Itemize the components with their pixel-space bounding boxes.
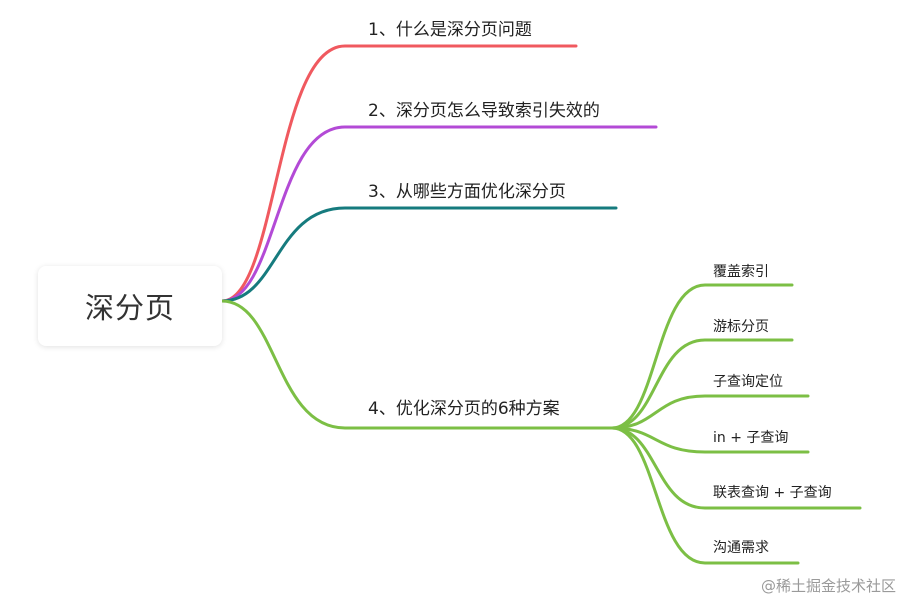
branch-4-label[interactable]: 4、优化深分页的6种方案 bbox=[368, 399, 560, 419]
root-node-label: 深分页 bbox=[84, 291, 175, 325]
leaf-1-label[interactable]: 覆盖索引 bbox=[713, 264, 769, 280]
root-node[interactable]: 深分页 bbox=[38, 266, 222, 346]
branch-3-label[interactable]: 3、从哪些方面优化深分页 bbox=[368, 182, 566, 202]
branch-4-connector bbox=[220, 299, 614, 430]
branch-2-connector bbox=[220, 125, 658, 303]
leaf-4-label[interactable]: in + 子查询 bbox=[713, 430, 789, 446]
leaf-3-connector bbox=[610, 394, 810, 430]
branch-3-connector bbox=[220, 206, 618, 303]
branch-2-label[interactable]: 2、深分页怎么导致索引失效的 bbox=[368, 101, 600, 121]
leaf-6-label[interactable]: 沟通需求 bbox=[713, 540, 769, 556]
leaf-2-label[interactable]: 游标分页 bbox=[713, 319, 769, 335]
branch-1-connector bbox=[220, 44, 578, 303]
leaf-3-label[interactable]: 子查询定位 bbox=[713, 374, 783, 390]
leaf-2-connector bbox=[610, 338, 794, 430]
leaf-4-connector bbox=[610, 426, 810, 454]
leaf-6-connector bbox=[610, 426, 800, 565]
watermark: @稀土掘金技术社区 bbox=[760, 577, 896, 595]
leaf-5-label[interactable]: 联表查询 + 子查询 bbox=[713, 485, 832, 501]
leaf-5-connector bbox=[610, 426, 862, 510]
branch-1-label[interactable]: 1、什么是深分页问题 bbox=[368, 20, 532, 40]
leaf-1-connector bbox=[610, 283, 794, 430]
